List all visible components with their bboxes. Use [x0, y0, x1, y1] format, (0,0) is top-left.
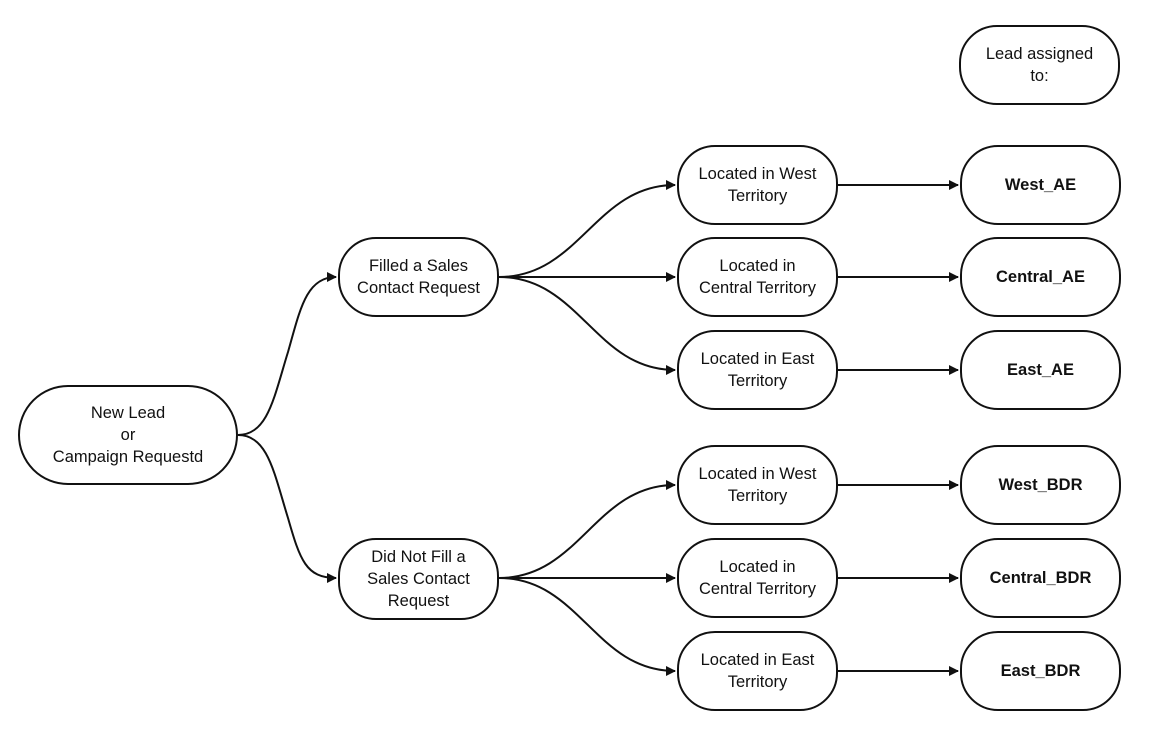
territory-node-label: Located in East Territory	[700, 651, 815, 691]
assignee-east-bdr: East_BDR	[960, 631, 1121, 711]
branch-not-filled-request: Did Not Fill a Sales Contact Request	[338, 538, 499, 620]
lead-assigned-header: Lead assigned to:	[959, 25, 1120, 105]
lead-assigned-header-label: Lead assigned to:	[985, 45, 1094, 85]
assignee-central-ae: Central_AE	[960, 237, 1121, 317]
assignee-label: West_BDR	[998, 476, 1083, 494]
territory-node-central: Located in Central Territory	[677, 237, 838, 317]
edge-not-filled-to-west	[498, 480, 676, 579]
assignee-central-bdr: Central_BDR	[960, 538, 1121, 618]
territory-node-label: Located in West Territory	[698, 165, 817, 205]
edge-root-to-not-filled	[237, 434, 337, 583]
assignee-east-ae: East_AE	[960, 330, 1121, 410]
territory-node-central: Located in Central Territory	[677, 538, 838, 618]
edge-not-filled-to-east	[498, 577, 676, 676]
assignee-west-bdr: West_BDR	[960, 445, 1121, 525]
assignee-west-ae: West_AE	[960, 145, 1121, 225]
assignee-label: East_AE	[1007, 361, 1074, 379]
territory-node-label: Located in Central Territory	[698, 257, 817, 297]
branch-filled-request: Filled a Sales Contact Request	[338, 237, 499, 317]
edge-filled-to-east	[498, 276, 676, 375]
root-node: New Lead or Campaign Requestd	[18, 385, 238, 485]
branch-filled-request-label: Filled a Sales Contact Request	[357, 257, 480, 297]
assignee-label: Central_BDR	[989, 569, 1092, 587]
territory-node-east: Located in East Territory	[677, 631, 838, 711]
assignee-label: East_BDR	[1000, 662, 1081, 680]
root-node-label: New Lead or Campaign Requestd	[52, 404, 204, 466]
edge-root-to-filled	[237, 272, 337, 436]
territory-node-east: Located in East Territory	[677, 330, 838, 410]
territory-node-west: Located in West Territory	[677, 445, 838, 525]
territory-node-west: Located in West Territory	[677, 145, 838, 225]
assignee-label: West_AE	[1004, 176, 1077, 194]
assignee-label: Central_AE	[996, 268, 1085, 286]
edge-filled-to-west	[498, 180, 676, 278]
territory-node-label: Located in Central Territory	[698, 558, 817, 598]
branch-not-filled-request-label: Did Not Fill a Sales Contact Request	[367, 548, 470, 610]
territory-node-label: Located in West Territory	[698, 465, 817, 505]
territory-node-label: Located in East Territory	[700, 350, 815, 390]
